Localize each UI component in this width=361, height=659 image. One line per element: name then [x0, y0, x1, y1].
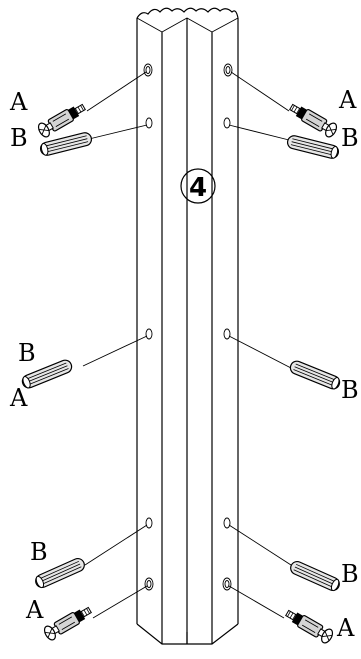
cam-bolt-icon — [286, 99, 340, 140]
cam-bolt-icon — [35, 99, 89, 140]
hole-dowel-mid-left — [145, 328, 153, 340]
label-b-mid-left: B — [18, 339, 36, 367]
corner-post — [136, 7, 239, 645]
dowel-icon — [285, 133, 341, 161]
cam-bolt-icon — [282, 605, 336, 646]
label-a-top-right: A — [338, 86, 357, 114]
label-a-top-left: A — [9, 88, 28, 116]
step-badge: 4 — [180, 168, 216, 204]
hole-cam-bottom-left — [144, 577, 154, 591]
post-holes — [143, 63, 233, 591]
hole-dowel-lower-left — [145, 517, 153, 529]
label-b-bottom-right: B — [341, 560, 359, 588]
label-a-bottom-left: A — [25, 596, 44, 624]
hole-dowel-upper-right — [223, 117, 231, 129]
label-a-mid-left: A — [9, 384, 28, 412]
hole-cam-top-left — [143, 63, 153, 77]
label-a-bottom-right: A — [336, 614, 355, 642]
hole-dowel-lower-right — [223, 517, 231, 529]
part-labels: A B A B B A B B A B A — [9, 86, 359, 642]
cam-bolt-icon — [41, 602, 95, 643]
step-number: 4 — [189, 173, 207, 203]
hole-cam-bottom-right — [222, 577, 232, 591]
dowel-icon — [287, 358, 343, 392]
label-b-mid-right: B — [341, 376, 359, 404]
label-b-bottom-left: B — [30, 538, 48, 566]
leader-lines — [82, 71, 292, 619]
dowel-icon — [288, 558, 342, 594]
label-b-top-right: B — [341, 124, 359, 152]
label-b-top-left: B — [10, 124, 28, 152]
hole-cam-top-right — [223, 63, 233, 77]
hole-dowel-upper-left — [145, 117, 153, 129]
hole-dowel-mid-right — [223, 328, 231, 340]
